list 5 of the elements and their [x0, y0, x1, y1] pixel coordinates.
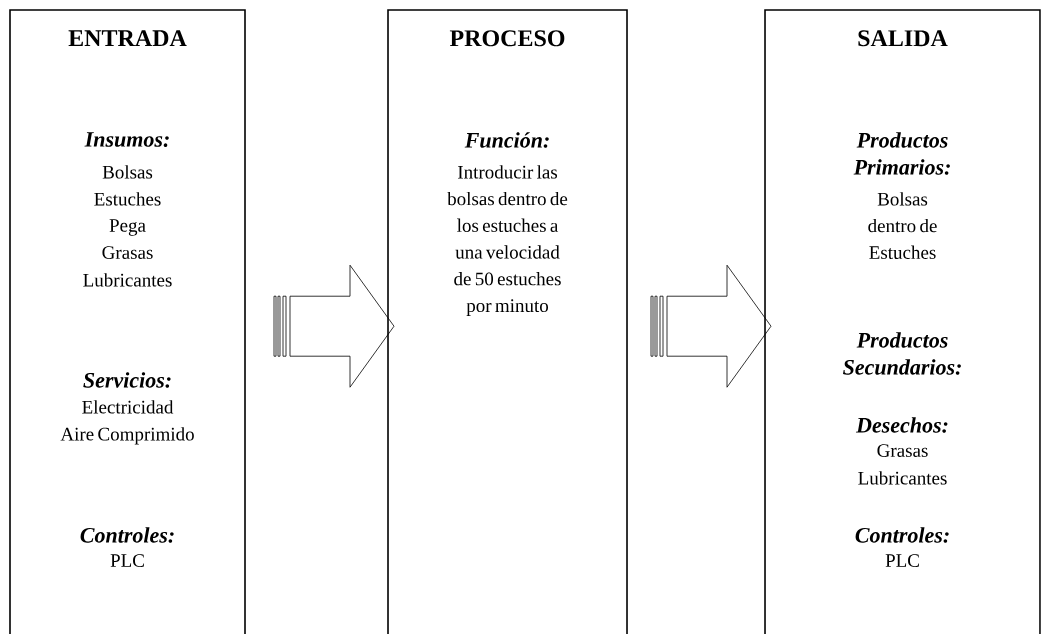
column-box: SALIDA Productos Primarios: Bolsas dentro de Estuches Productos Secundarios: Desechos: Grasas Lubricantes Controles: PLC: [764, 9, 1041, 634]
column-box: ENTRADA Insumos: Bolsas Estuches Pega Grasas Lubricantes Servicios: Electricidad Aire Comprimido Controles: PLC: [9, 9, 246, 634]
block-arrow: [650, 264, 772, 388]
block-arrow: [273, 264, 395, 388]
column-box: PROCESO Función: Introducir las bolsas dentro de los estuches a una velocidad de 50 estuches por minuto: [387, 9, 628, 634]
